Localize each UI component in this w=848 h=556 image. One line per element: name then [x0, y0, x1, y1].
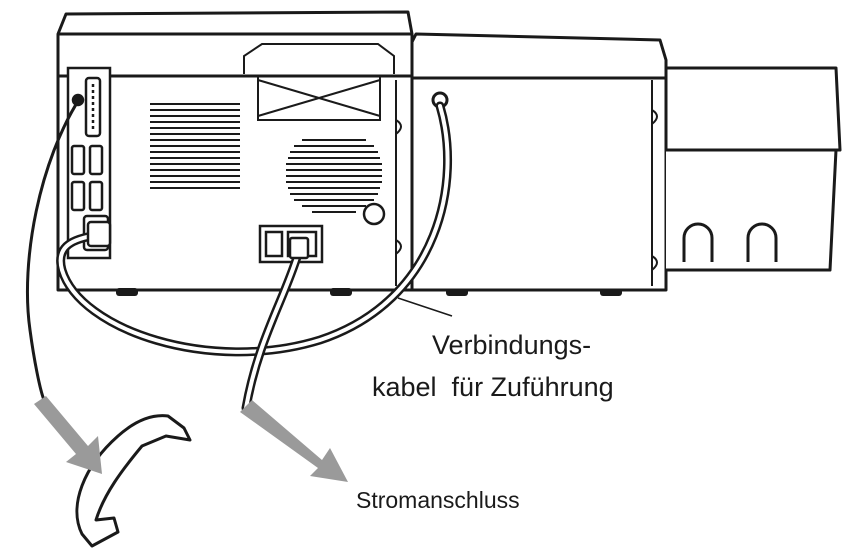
handset-cable — [25, 96, 82, 402]
feeder-module — [410, 32, 668, 292]
label-power-connection: Stromanschluss — [356, 487, 520, 513]
leader-line-connection-cable — [397, 297, 453, 317]
power-plug — [288, 236, 310, 260]
body-side-edge — [395, 80, 402, 286]
arrow-to-power — [240, 400, 348, 482]
connection-cable — [56, 101, 453, 357]
top-handle-recess — [243, 43, 395, 121]
connection-plug — [86, 220, 112, 248]
arrow-to-handset — [34, 396, 102, 474]
fan-grille — [286, 139, 382, 213]
vent-grille-left — [150, 103, 240, 189]
feeder-side-edge — [651, 80, 658, 286]
label-connection-cable-line2: kabel für Zuführung — [372, 372, 614, 402]
rear-screw — [362, 202, 386, 226]
output-hopper — [664, 66, 842, 272]
handset-icon — [75, 414, 192, 548]
label-connection-cable-line1: Verbindungs- — [432, 330, 591, 360]
power-cable — [241, 249, 303, 413]
